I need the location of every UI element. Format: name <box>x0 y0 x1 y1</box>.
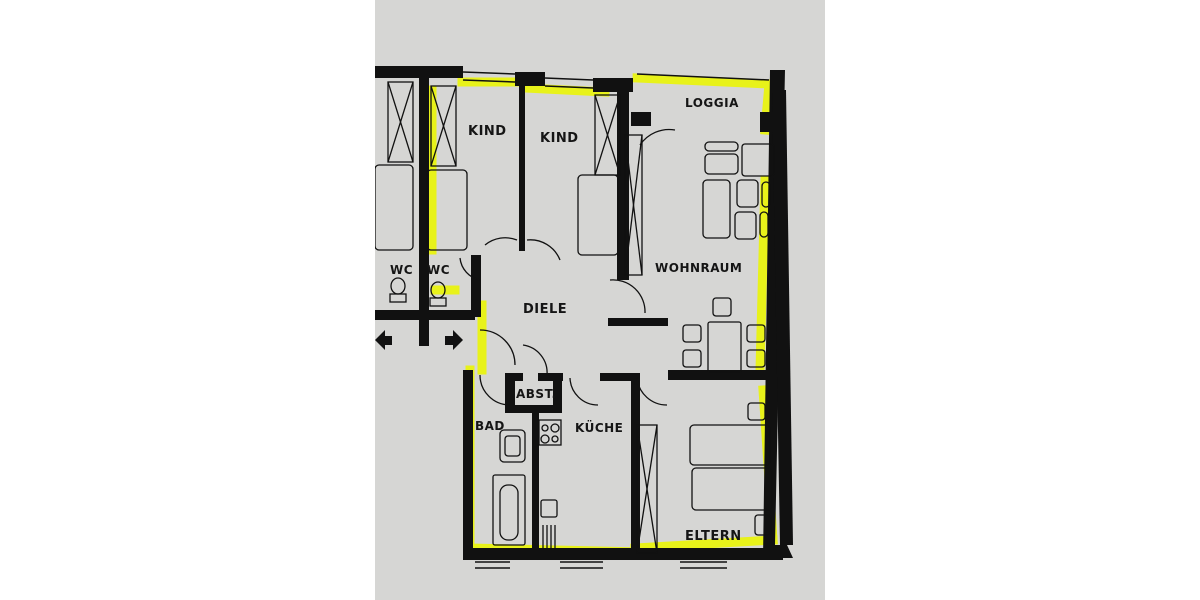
door-swings <box>459 128 676 406</box>
arrow-left-icon <box>375 330 392 350</box>
floor-plan-drawing: KIND KIND LOGGIA WOHNRAUM WC WC DIELE AB… <box>375 66 793 569</box>
room-label-kueche: KÜCHE <box>575 420 623 435</box>
room-label-wc-neighbor: WC <box>390 263 413 277</box>
windows <box>462 71 770 569</box>
walls <box>375 66 793 560</box>
room-labels: KIND KIND LOGGIA WOHNRAUM WC WC DIELE AB… <box>390 96 742 544</box>
room-label-kind-1: KIND <box>468 124 507 139</box>
room-label-wc: WC <box>427 263 450 277</box>
entrance-arrows <box>375 330 463 350</box>
beds <box>375 164 773 536</box>
room-label-wohnraum: WOHNRAUM <box>655 261 742 275</box>
living-furniture <box>682 141 775 373</box>
room-label-eltern: ELTERN <box>685 529 742 544</box>
arrow-right-icon <box>445 330 463 350</box>
room-label-bad: BAD <box>475 419 505 433</box>
room-label-loggia: LOGGIA <box>685 96 739 110</box>
room-label-diele: DIELE <box>523 302 567 317</box>
room-label-abst: ABST. <box>516 387 557 401</box>
fixtures <box>389 277 562 550</box>
room-label-kind-2: KIND <box>540 131 579 146</box>
wardrobes <box>387 81 658 554</box>
floor-plan-photo: KIND KIND LOGGIA WOHNRAUM WC WC DIELE AB… <box>375 0 825 600</box>
